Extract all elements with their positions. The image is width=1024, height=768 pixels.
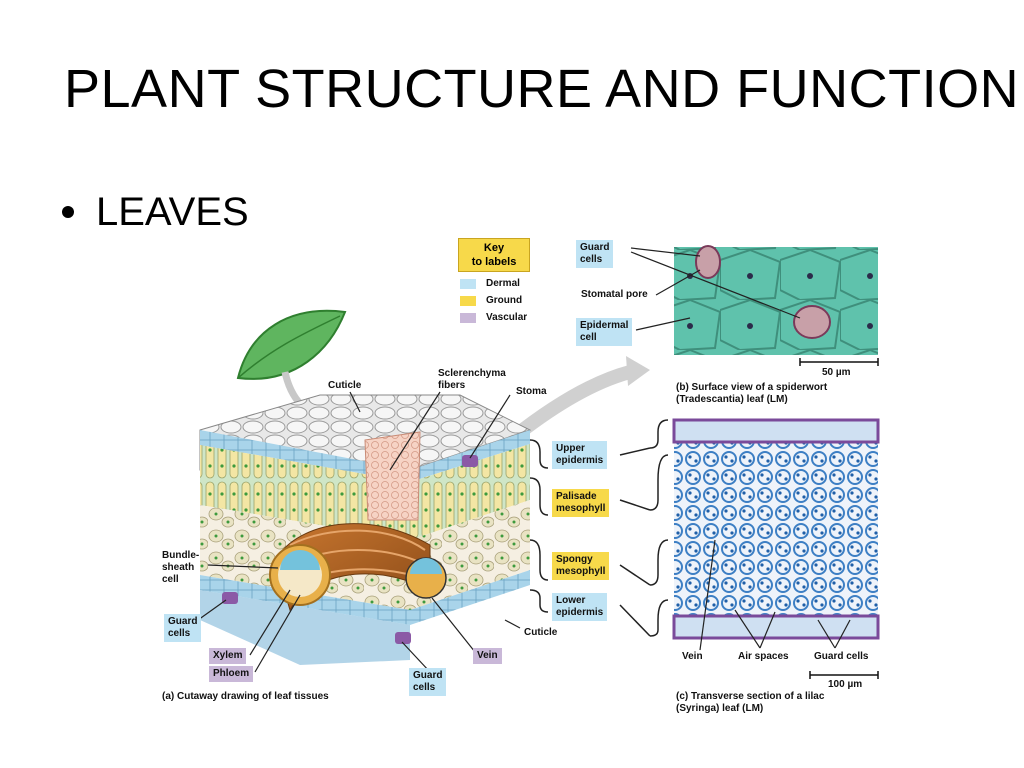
scale-label-c: 100 µm <box>828 679 863 690</box>
label-stomatal-pore: Stomatal pore <box>581 289 648 300</box>
label-air-spaces: Air spaces <box>738 651 789 662</box>
caption-c: (c) Transverse section of a lilac (Syrin… <box>676 691 825 714</box>
label-spongy: Spongy mesophyll <box>552 552 610 580</box>
label-vein: Vein <box>473 648 502 664</box>
label-guard-cells-b: Guard cells <box>576 240 614 268</box>
scale-label-b: 50 µm <box>822 367 851 378</box>
label-epidermal-cell: Epidermal cell <box>576 318 633 346</box>
label-guard-cells-c: Guard cells <box>814 651 869 662</box>
label-cuticle-bottom: Cuticle <box>524 627 558 638</box>
label-guard-cells-left: Guard cells <box>164 614 202 642</box>
label-phloem: Phloem <box>209 666 254 682</box>
cutaway-block <box>199 394 532 665</box>
slide-title: PLANT STRUCTURE AND FUNCTION <box>64 59 1020 119</box>
bullet-text: LEAVES <box>96 190 249 234</box>
key-swatch-dermal <box>460 279 476 289</box>
key-swatch-ground <box>460 296 476 306</box>
label-xylem: Xylem <box>209 648 247 664</box>
caption-b: (b) Surface view of a spiderwort (Trades… <box>676 382 828 405</box>
label-cuticle-top: Cuticle <box>328 380 362 391</box>
leaf-icon <box>236 309 347 380</box>
key-label-vascular: Vascular <box>486 312 528 323</box>
leader-lines <box>197 247 851 673</box>
transverse-micrograph <box>672 418 880 679</box>
caption-a: (a) Cutaway drawing of leaf tissues <box>162 691 329 702</box>
label-lower-epidermis: Lower epidermis <box>552 593 608 621</box>
label-sclerenchyma: Sclerenchyma fibers <box>438 368 506 391</box>
key-label-ground: Ground <box>486 295 523 306</box>
surface-arrow-icon <box>505 365 632 446</box>
bullet-dot-icon <box>62 206 74 218</box>
key-title: Key to labels <box>458 238 530 272</box>
label-upper-epidermis: Upper epidermis <box>552 441 608 469</box>
label-palisade: Palisade mesophyll <box>552 489 610 517</box>
label-bundle-sheath: Bundle- sheath cell <box>162 550 200 585</box>
tissue-brackets <box>529 419 669 637</box>
label-guard-cells-bottom: Guard cells <box>409 668 447 696</box>
key-swatch-vascular <box>460 313 476 323</box>
surface-micrograph <box>674 245 879 366</box>
vein-bundle <box>269 523 447 612</box>
key-label-dermal: Dermal <box>486 278 520 289</box>
bullet-item: LEAVES <box>60 192 249 232</box>
label-vein-c: Vein <box>682 651 703 662</box>
label-stoma: Stoma <box>516 386 547 397</box>
